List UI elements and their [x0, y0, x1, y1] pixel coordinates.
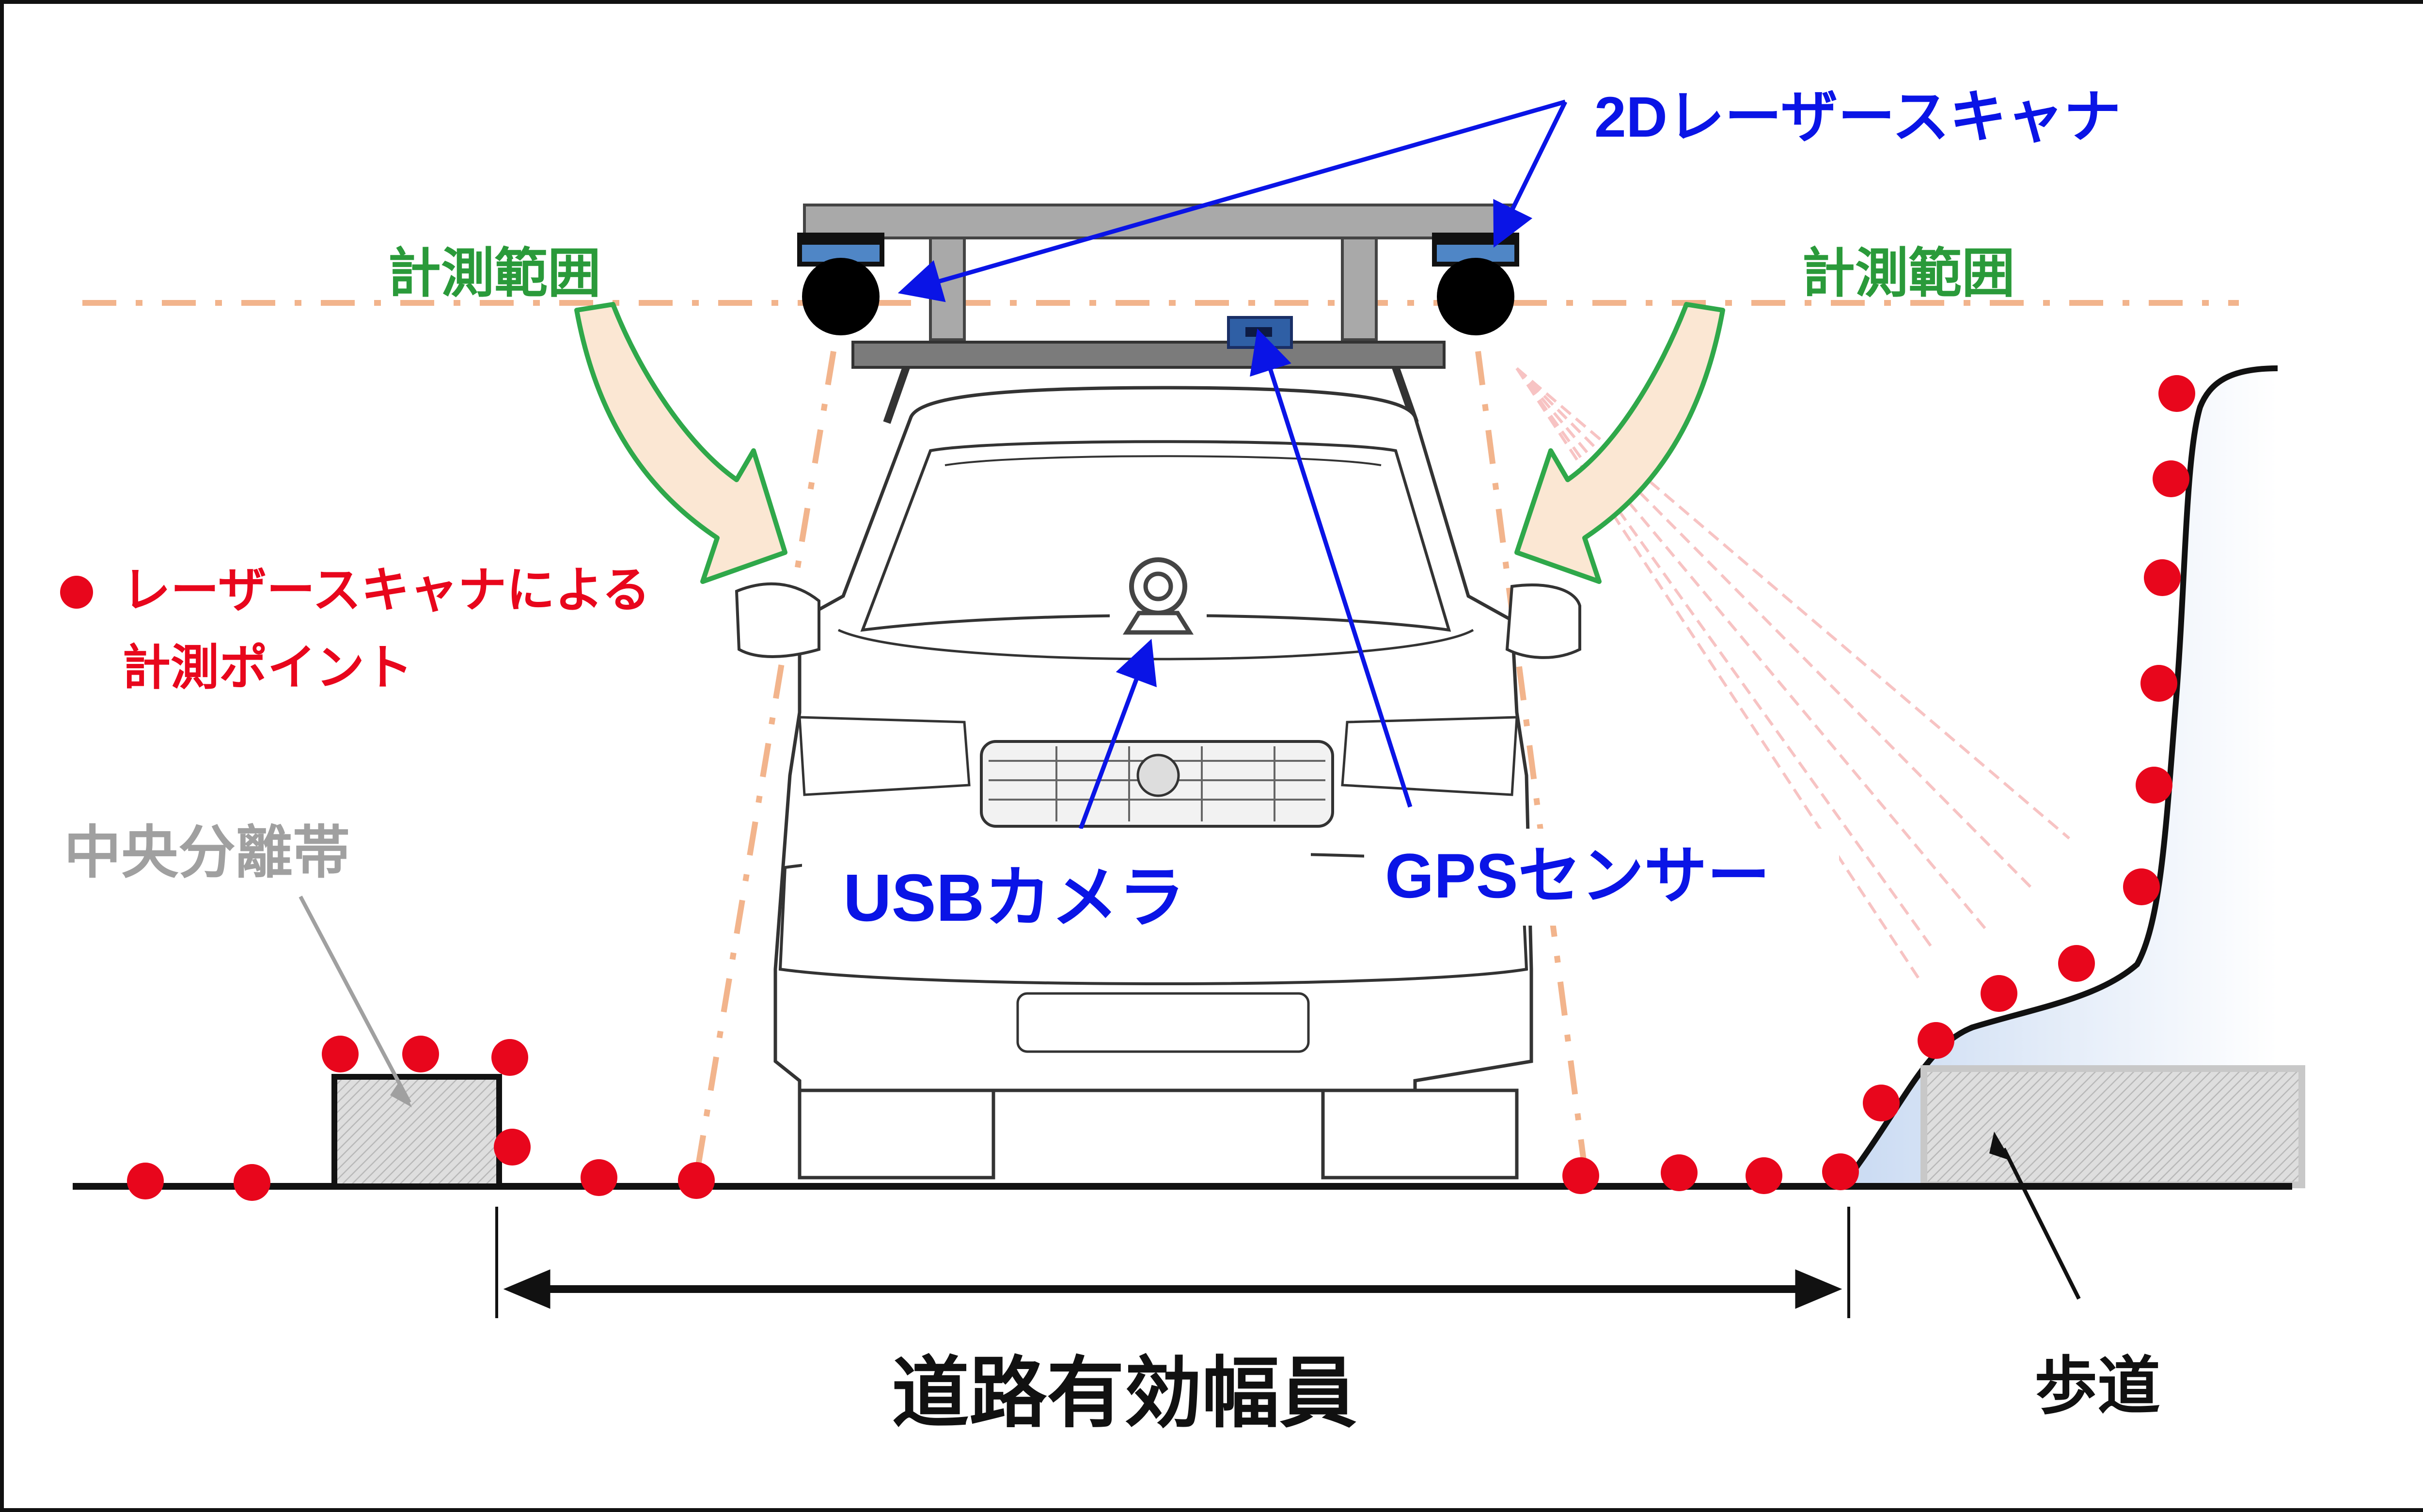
- range-arrow-right: [1514, 302, 1725, 584]
- roof-rack-post-right: [1341, 236, 1378, 341]
- pointer-arrows: [897, 99, 1568, 830]
- red-dot-icon: [60, 576, 93, 609]
- headlight-right: [1341, 716, 1518, 796]
- laser-scanner-right: [1432, 233, 1519, 335]
- roof-rack-bottom-bar: [851, 341, 1446, 369]
- sidewalk-block: [1920, 1065, 2305, 1188]
- roof-rack-top-bar: [803, 204, 1513, 239]
- road-width-label: 道路有効幅員: [892, 1350, 1357, 1436]
- camera-label: USBカメラ: [843, 861, 1185, 935]
- range-left-boundary: [695, 351, 836, 1168]
- points-legend-line2: 計測ポイント: [122, 641, 413, 695]
- mirror-right: [1505, 583, 1581, 659]
- laser-scanner-left: [797, 233, 884, 335]
- scanner-label: 2Dレーザースキャナ: [1594, 85, 2121, 149]
- range-right-boundary: [1475, 351, 1588, 1168]
- median-pointer: [299, 896, 411, 1103]
- points-legend-line1: レーザースキャナによる: [122, 563, 650, 617]
- sidewalk-label: 歩道: [2034, 1351, 2160, 1421]
- range-arrow-left: [574, 302, 787, 584]
- range-label-right: 計測範囲: [1802, 244, 2015, 303]
- road-width-dimension: [495, 1207, 1850, 1318]
- range-label-left: 計測範囲: [388, 244, 601, 303]
- roadside-wall: [1841, 368, 2278, 1187]
- tire-left: [798, 1088, 995, 1180]
- measure-points: [60, 375, 2195, 1201]
- median-block: [331, 1074, 502, 1189]
- mirror-left: [735, 582, 820, 658]
- gps-label: GPSセンサー: [1385, 840, 1770, 911]
- roof-rack-post-left: [929, 236, 966, 341]
- sidewalk-pointer: [2002, 1148, 2081, 1300]
- headlight-left: [798, 716, 971, 796]
- median-label: 中央分離帯: [64, 821, 350, 885]
- webcam-icon: [1110, 545, 1207, 642]
- vehicle: [735, 204, 1581, 1180]
- windshield: [860, 440, 1451, 632]
- tire-right: [1321, 1088, 1519, 1180]
